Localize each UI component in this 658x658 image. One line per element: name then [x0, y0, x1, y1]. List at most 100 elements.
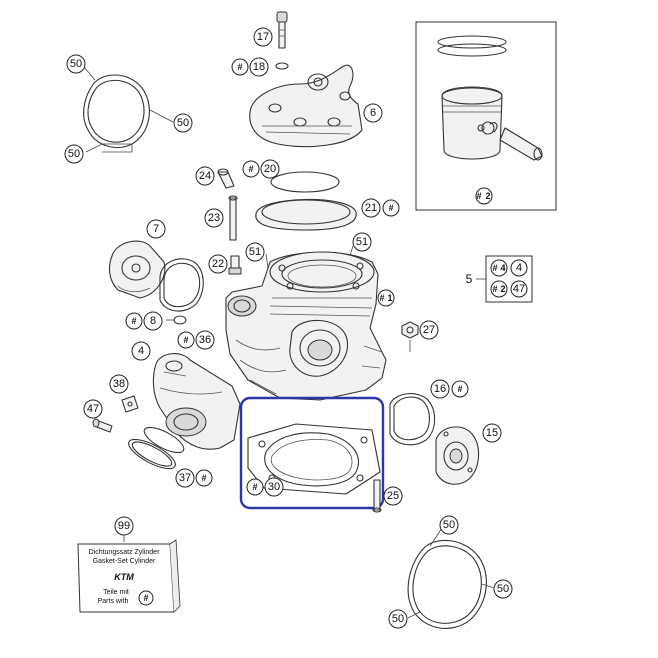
part-callout-50-e[interactable]: 50: [493, 579, 513, 599]
exhaust-cover-15-drawing: [435, 426, 480, 485]
gasket-set-line1: Dichtungssatz Zylinder: [89, 549, 160, 556]
svg-text:51: 51: [356, 236, 368, 248]
svg-text:6: 6: [370, 107, 376, 119]
part-5-legend-47[interactable]: 47: [510, 280, 528, 298]
svg-text:7: 7: [153, 223, 159, 235]
svg-text:#: #: [201, 473, 206, 483]
svg-text:22: 22: [212, 258, 224, 270]
gasket-set-line2: Gasket-Set Cylinder: [93, 558, 156, 565]
svg-text:51: 51: [249, 246, 261, 258]
part-5-legend-hash-2[interactable]: # 2: [490, 280, 508, 298]
part-callout-51-a[interactable]: 51: [245, 242, 265, 262]
part-callout-16-hash[interactable]: #: [451, 380, 469, 398]
part-callout-23[interactable]: 23: [204, 208, 224, 228]
part-callout-7[interactable]: 7: [146, 219, 166, 239]
gasket-set-line4: Parts with: [98, 598, 129, 605]
part-callout-20-hash[interactable]: #: [242, 160, 260, 178]
screw-8-drawing: [166, 315, 187, 325]
part-callout-36-hash[interactable]: #: [177, 331, 195, 349]
part-callout-99[interactable]: 99: [114, 516, 134, 536]
svg-text:#: #: [476, 191, 481, 201]
svg-text:47: 47: [513, 283, 525, 295]
part-callout-51-b[interactable]: 51: [352, 232, 372, 252]
part-callout-6[interactable]: 6: [363, 103, 383, 123]
part-callout-24[interactable]: 24: [195, 166, 215, 186]
cylinder-head-drawing: [249, 64, 363, 148]
svg-text:4: 4: [500, 263, 505, 273]
svg-text:30: 30: [268, 481, 280, 493]
part-5-legend-4[interactable]: 4: [510, 259, 528, 277]
intake-flange-drawing: [152, 353, 241, 450]
part-callout-5[interactable]: 5: [466, 272, 473, 286]
fitting-22-drawing: [228, 255, 242, 275]
svg-text:20: 20: [264, 163, 276, 175]
part-callout-15[interactable]: 15: [482, 423, 502, 443]
part-callout-50-a[interactable]: 50: [66, 54, 86, 74]
intake-orings-drawing: [128, 426, 185, 470]
cylinder-drawing: [225, 251, 387, 401]
part-callout-50-d[interactable]: 50: [439, 515, 459, 535]
part-callout-20[interactable]: 20: [260, 159, 280, 179]
clip-38-drawing: [121, 395, 139, 413]
svg-text:50: 50: [177, 117, 189, 129]
svg-text:#: #: [379, 293, 384, 303]
part-callout-30[interactable]: 30: [264, 477, 284, 497]
svg-text:99: 99: [118, 520, 130, 532]
svg-text:17: 17: [257, 31, 269, 43]
svg-text:#: #: [492, 263, 497, 273]
exhaust-gasket-16-drawing: [389, 393, 436, 446]
part-callout-4-flange[interactable]: 4: [131, 341, 151, 361]
part-callout-18-hash[interactable]: #: [231, 58, 249, 76]
svg-text:36: 36: [199, 334, 211, 346]
part-callout-2-piston[interactable]: # 2: [475, 187, 493, 205]
svg-text:50: 50: [497, 583, 509, 595]
gasket-set-box: Dichtungssatz Zylinder Gasket-Set Cylind…: [77, 539, 181, 613]
svg-text:37: 37: [179, 472, 191, 484]
part-callout-47[interactable]: 47: [83, 399, 103, 419]
svg-text:#: #: [492, 284, 497, 294]
piston-drawing: [441, 86, 543, 161]
part-callout-8[interactable]: 8: [143, 311, 163, 331]
part-callout-38[interactable]: 38: [109, 374, 129, 394]
part-callout-17[interactable]: 17: [253, 27, 273, 47]
svg-text:15: 15: [486, 427, 498, 439]
part-callout-30-hash[interactable]: #: [246, 478, 264, 496]
base-gasket-drawing: [247, 423, 381, 495]
part-callout-27[interactable]: 27: [419, 320, 439, 340]
svg-text:#: #: [248, 164, 253, 174]
svg-text:50: 50: [70, 58, 82, 70]
head-bolt-drawing: [275, 11, 289, 70]
svg-text:50: 50: [392, 613, 404, 625]
part-callout-21[interactable]: 21: [361, 198, 381, 218]
part-callout-50-c[interactable]: 50: [64, 144, 84, 164]
highlight-box-base-gasket[interactable]: [239, 396, 385, 510]
part-callout-36[interactable]: 36: [195, 330, 215, 350]
part-callout-1-hash[interactable]: # 1: [377, 289, 395, 307]
svg-text:4: 4: [138, 345, 144, 357]
part-callout-8-hash[interactable]: #: [125, 312, 143, 330]
part-callout-37-hash[interactable]: #: [195, 469, 213, 487]
part-callout-21-hash[interactable]: #: [382, 199, 400, 217]
svg-text:#: #: [183, 335, 188, 345]
part-callout-22[interactable]: 22: [208, 254, 228, 274]
part-callout-18[interactable]: 18: [249, 57, 269, 77]
part-5-legend-hash-4[interactable]: # 4: [490, 259, 508, 277]
valve-cover-gasket-drawing: [159, 258, 204, 312]
part-callout-50-b[interactable]: 50: [173, 113, 193, 133]
svg-text:47: 47: [87, 403, 99, 415]
part-callout-16[interactable]: 16: [430, 379, 450, 399]
svg-text:#: #: [388, 203, 393, 213]
svg-text:50: 50: [68, 148, 80, 160]
gasket-set-hash: #: [138, 590, 154, 606]
ktm-logo: KTM: [114, 572, 134, 582]
svg-text:#: #: [131, 316, 136, 326]
svg-text:#: #: [457, 384, 462, 394]
head-orings-drawing: [255, 171, 357, 231]
svg-text:18: 18: [253, 61, 265, 73]
part-callout-37[interactable]: 37: [175, 468, 195, 488]
part-callout-50-f[interactable]: 50: [388, 609, 408, 629]
svg-text:23: 23: [208, 212, 220, 224]
svg-text:#: #: [143, 593, 148, 603]
part-callout-25[interactable]: 25: [383, 486, 403, 506]
